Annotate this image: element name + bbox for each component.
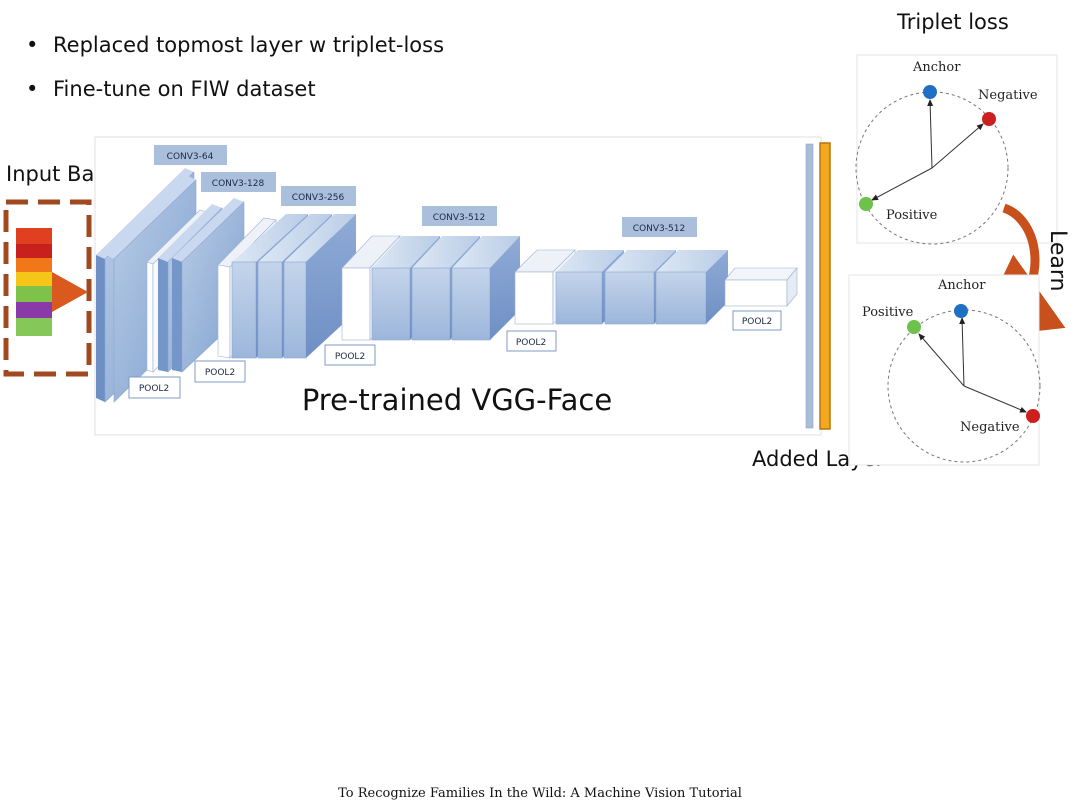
triplet-loss-title: Triplet loss	[897, 10, 1009, 34]
conv-block-512-a	[371, 236, 520, 341]
conv-label: CONV3-128	[201, 172, 276, 192]
svg-text:CONV3-64: CONV3-64	[167, 152, 214, 162]
svg-text:POOL2: POOL2	[742, 317, 772, 327]
anchor-point	[923, 85, 937, 99]
conv-label: CONV3-512	[422, 206, 497, 226]
svg-text:POOL2: POOL2	[516, 338, 546, 348]
pool-label: POOL2	[506, 330, 557, 352]
negative-point	[1026, 409, 1040, 423]
anchor-point	[954, 304, 968, 318]
footer-caption: To Recognize Families In the Wild: A Mac…	[338, 786, 742, 801]
triplet-after-panel: Anchor Positive Negative	[848, 274, 1041, 466]
svg-text:CONV3-128: CONV3-128	[212, 179, 265, 189]
added-layer-bar	[819, 142, 831, 430]
bullet-item: Replaced topmost layer w triplet-loss	[26, 28, 444, 72]
conv-label: CONV3-512	[622, 217, 697, 237]
pool-label: POOL2	[194, 360, 246, 383]
positive-point	[907, 320, 921, 334]
svg-text:CONV3-512: CONV3-512	[433, 213, 485, 223]
positive-label: Positive	[886, 208, 938, 223]
conv-block-512-b	[555, 250, 728, 325]
vgg-face-diagram: CONV3-64 CONV3-128 CONV3-256 CONV3-512 C…	[3, 54, 1070, 466]
svg-text:POOL2: POOL2	[205, 368, 235, 378]
bullet-item: Fine-tune on FIW dataset	[26, 72, 444, 116]
svg-text:POOL2: POOL2	[139, 384, 169, 394]
pool-label: POOL2	[128, 376, 181, 399]
negative-label: Negative	[960, 420, 1020, 435]
positive-point	[859, 197, 873, 211]
svg-text:POOL2: POOL2	[335, 352, 365, 362]
conv-block-128	[158, 198, 245, 373]
pool-label: POOL2	[324, 344, 376, 366]
input-batch-box	[3, 199, 92, 377]
triplet-before-panel: Anchor Negative Positive	[855, 54, 1058, 245]
positive-label: Positive	[862, 305, 914, 320]
pool-label: POOL2	[732, 310, 782, 331]
svg-text:CONV3-256: CONV3-256	[292, 193, 345, 203]
network-title: Pre-trained VGG-Face	[302, 383, 612, 417]
learn-label: Learn	[1045, 230, 1070, 292]
input-batch-stripes	[16, 228, 52, 336]
anchor-label: Anchor	[912, 60, 961, 75]
input-arrow-icon	[52, 272, 88, 312]
conv-label: CONV3-64	[154, 145, 227, 165]
anchor-label: Anchor	[937, 278, 986, 293]
negative-point	[982, 112, 996, 126]
fc-layer	[805, 143, 814, 429]
pool-slab	[724, 267, 798, 307]
negative-label: Negative	[978, 88, 1038, 103]
conv-label: CONV3-256	[281, 186, 356, 206]
bullet-list: Replaced topmost layer w triplet-loss Fi…	[26, 28, 444, 116]
svg-text:CONV3-512: CONV3-512	[633, 224, 685, 234]
